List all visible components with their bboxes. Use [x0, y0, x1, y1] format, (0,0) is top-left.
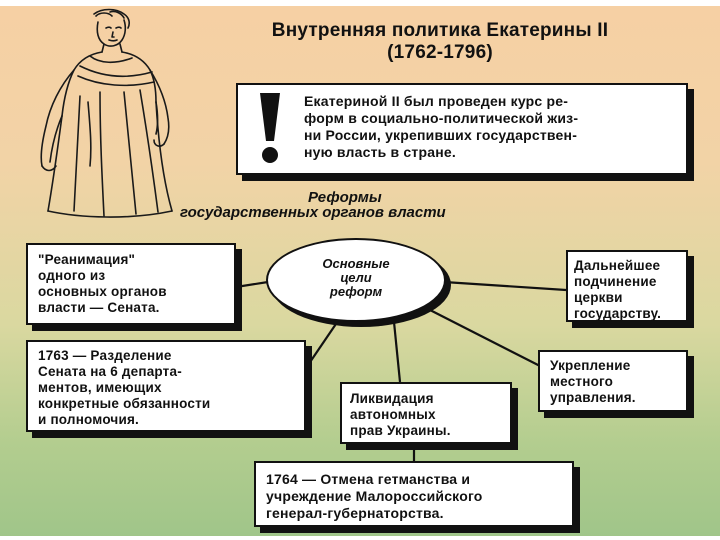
title-line-2: (1762-1796)	[387, 42, 493, 63]
church-subordination-text: Дальнейшее подчинение церкви государству…	[574, 258, 662, 321]
hetmanate-abolition-1764-text: 1764 — Отмена гетманства и учреждение Ма…	[266, 471, 483, 521]
intro-text: Екатериной II был проведен курс ре- форм…	[304, 93, 579, 160]
intro-box: Екатериной II был проведен курс ре- форм…	[236, 83, 688, 175]
frame-top	[0, 0, 720, 6]
page-title: Внутренняя политика Екатерины II (1762-1…	[190, 20, 690, 64]
senate-reanimation-text: "Реанимация" одного из основных органов …	[38, 252, 167, 315]
subtitle-line-2: государственных органов власти	[180, 204, 446, 221]
local-government-box: Укрепление местного управления.	[538, 350, 688, 412]
exclamation-icon	[260, 93, 280, 163]
portrait-drawing	[40, 8, 173, 218]
senate-reanimation-box: "Реанимация" одного из основных органов …	[26, 243, 236, 325]
main-goals-label: Основные цели реформ	[322, 256, 390, 299]
ukraine-autonomy-box: Ликвидация автономных прав Украины.	[340, 382, 512, 444]
ukraine-autonomy-text: Ликвидация автономных прав Украины.	[350, 391, 451, 438]
local-government-text: Укрепление местного управления.	[550, 358, 636, 405]
frame-bottom	[0, 536, 720, 540]
subtitle-line-1: Реформы	[308, 189, 382, 206]
section-subtitle: Реформы государственных органов власти	[180, 190, 560, 220]
hetmanate-abolition-1764-box: 1764 — Отмена гетманства и учреждение Ма…	[254, 461, 574, 527]
senate-division-1763-text: 1763 — Разделение Сената на 6 департа- м…	[38, 348, 211, 427]
church-subordination-box: Дальнейшее подчинение церкви государству…	[566, 250, 688, 322]
main-goals-ellipse: Основные цели реформ	[266, 238, 446, 322]
senate-division-1763-box: 1763 — Разделение Сената на 6 департа- м…	[26, 340, 306, 432]
title-line-1: Внутренняя политика Екатерины II	[271, 20, 609, 41]
